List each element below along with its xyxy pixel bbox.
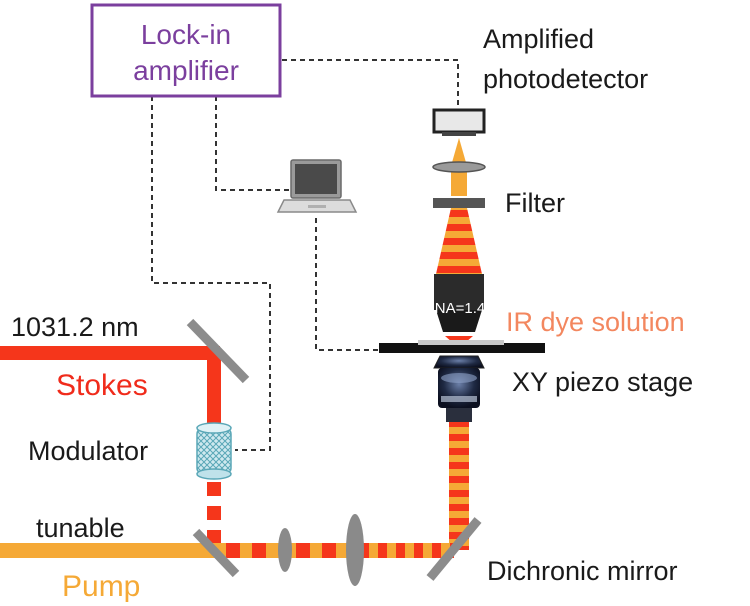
relay-lens-2 — [346, 514, 364, 586]
beam-lens-to-filter — [451, 170, 467, 196]
beam-focus-to-detector — [451, 138, 467, 166]
filter-label: Filter — [505, 188, 565, 218]
objective-icon: NA=1.4 — [434, 274, 485, 332]
stokes-wavelength-label: 1031.2 nm — [11, 312, 139, 342]
modulator-label: Modulator — [28, 436, 148, 466]
photodetector-label-line1: Amplified — [483, 24, 594, 54]
cable-lockin-to-computer — [215, 96, 290, 191]
excitation-beams — [0, 346, 469, 558]
laptop-icon — [276, 159, 358, 213]
lock-in-amplifier: Lock-in amplifier — [90, 3, 282, 98]
signal-cables — [151, 59, 459, 451]
pump-combining-mirror — [192, 528, 240, 578]
illumination-objective-icon — [433, 355, 485, 422]
photodetector-label-line2: photodetector — [483, 64, 648, 94]
stokes-mirror — [186, 318, 250, 384]
filter — [433, 198, 485, 208]
dichroic-label: Dichronic mirror — [487, 556, 678, 586]
photodetector-icon — [432, 108, 486, 136]
relay-lens-1 — [278, 528, 292, 572]
dichroic-mirror — [426, 517, 482, 581]
stage-label: XY piezo stage — [512, 367, 693, 397]
pump-tunable-label: tunable — [36, 513, 125, 543]
lock-in-label-line1: Lock-in — [141, 19, 231, 50]
sample-stage — [379, 340, 545, 353]
stokes-label: Stokes — [56, 369, 148, 402]
collection-lens — [432, 161, 486, 173]
stokes-beam-vertical — [207, 350, 221, 430]
beam-objective-to-filter — [436, 208, 482, 274]
beam-dichroic-to-objective — [449, 422, 469, 550]
modulator-icon — [196, 422, 232, 480]
detection-beam — [436, 138, 482, 348]
modulated-stokes-beam — [207, 482, 221, 544]
cable-lockin-to-photodetector — [282, 59, 459, 110]
stokes-beam-horizontal — [0, 346, 220, 360]
objective-na-label: NA=1.4 — [435, 300, 485, 317]
cable-computer-to-stage — [315, 218, 382, 351]
pump-beam — [0, 543, 214, 558]
ir-dye-label: IR dye solution — [506, 307, 685, 337]
combined-beam-continuous — [360, 543, 454, 558]
lock-in-label-line2: amplifier — [133, 55, 239, 86]
pump-label: Pump — [62, 570, 140, 603]
